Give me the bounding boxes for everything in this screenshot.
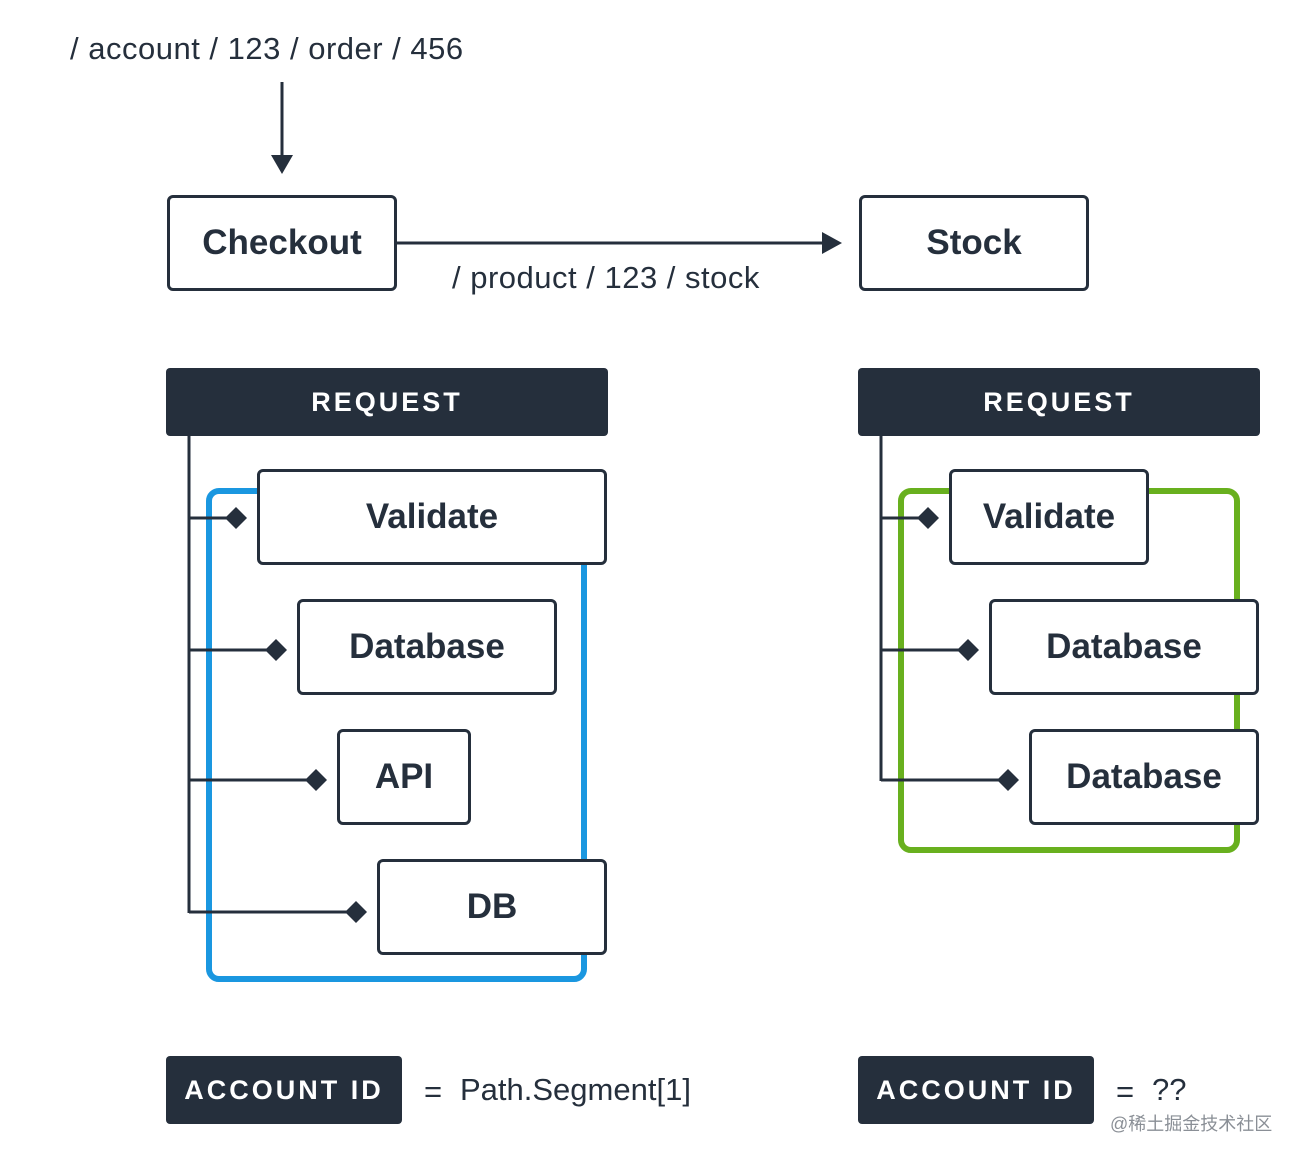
right-diamond-database-2 [997, 769, 1019, 791]
right-step-validate: Validate [949, 469, 1149, 565]
right-diamond-database-1 [957, 639, 979, 661]
incoming-path-label: / account / 123 / order / 456 [70, 31, 464, 66]
left-step-api: API [337, 729, 471, 825]
watermark-text: @稀土掘金技术社区 [1110, 1114, 1273, 1134]
incoming-arrowhead [271, 155, 293, 174]
left-request-header: REQUEST [166, 368, 608, 436]
right-step-database-2: Database [1029, 729, 1259, 825]
left-account-id-label: ACCOUNT ID [166, 1056, 402, 1124]
left-diamond-database [265, 639, 287, 661]
right-footer-value: ?? [1152, 1072, 1187, 1107]
left-step-validate: Validate [257, 469, 607, 565]
left-footer-value: Path.Segment[1] [460, 1072, 691, 1107]
checkout-service-box: Checkout [167, 195, 397, 291]
right-account-id-label: ACCOUNT ID [858, 1056, 1094, 1124]
outgoing-path-label: / product / 123 / stock [452, 260, 760, 295]
left-footer-equals: = [424, 1074, 443, 1109]
checkout-to-stock-arrowhead [822, 232, 842, 254]
right-diamond-validate [917, 507, 939, 529]
right-request-header: REQUEST [858, 368, 1260, 436]
left-step-db: DB [377, 859, 607, 955]
left-diamond-db [345, 901, 367, 923]
left-diamond-api [305, 769, 327, 791]
right-step-database-1: Database [989, 599, 1259, 695]
left-diamond-validate [225, 507, 247, 529]
right-footer-equals: = [1116, 1074, 1135, 1109]
stock-service-box: Stock [859, 195, 1089, 291]
left-step-database: Database [297, 599, 557, 695]
